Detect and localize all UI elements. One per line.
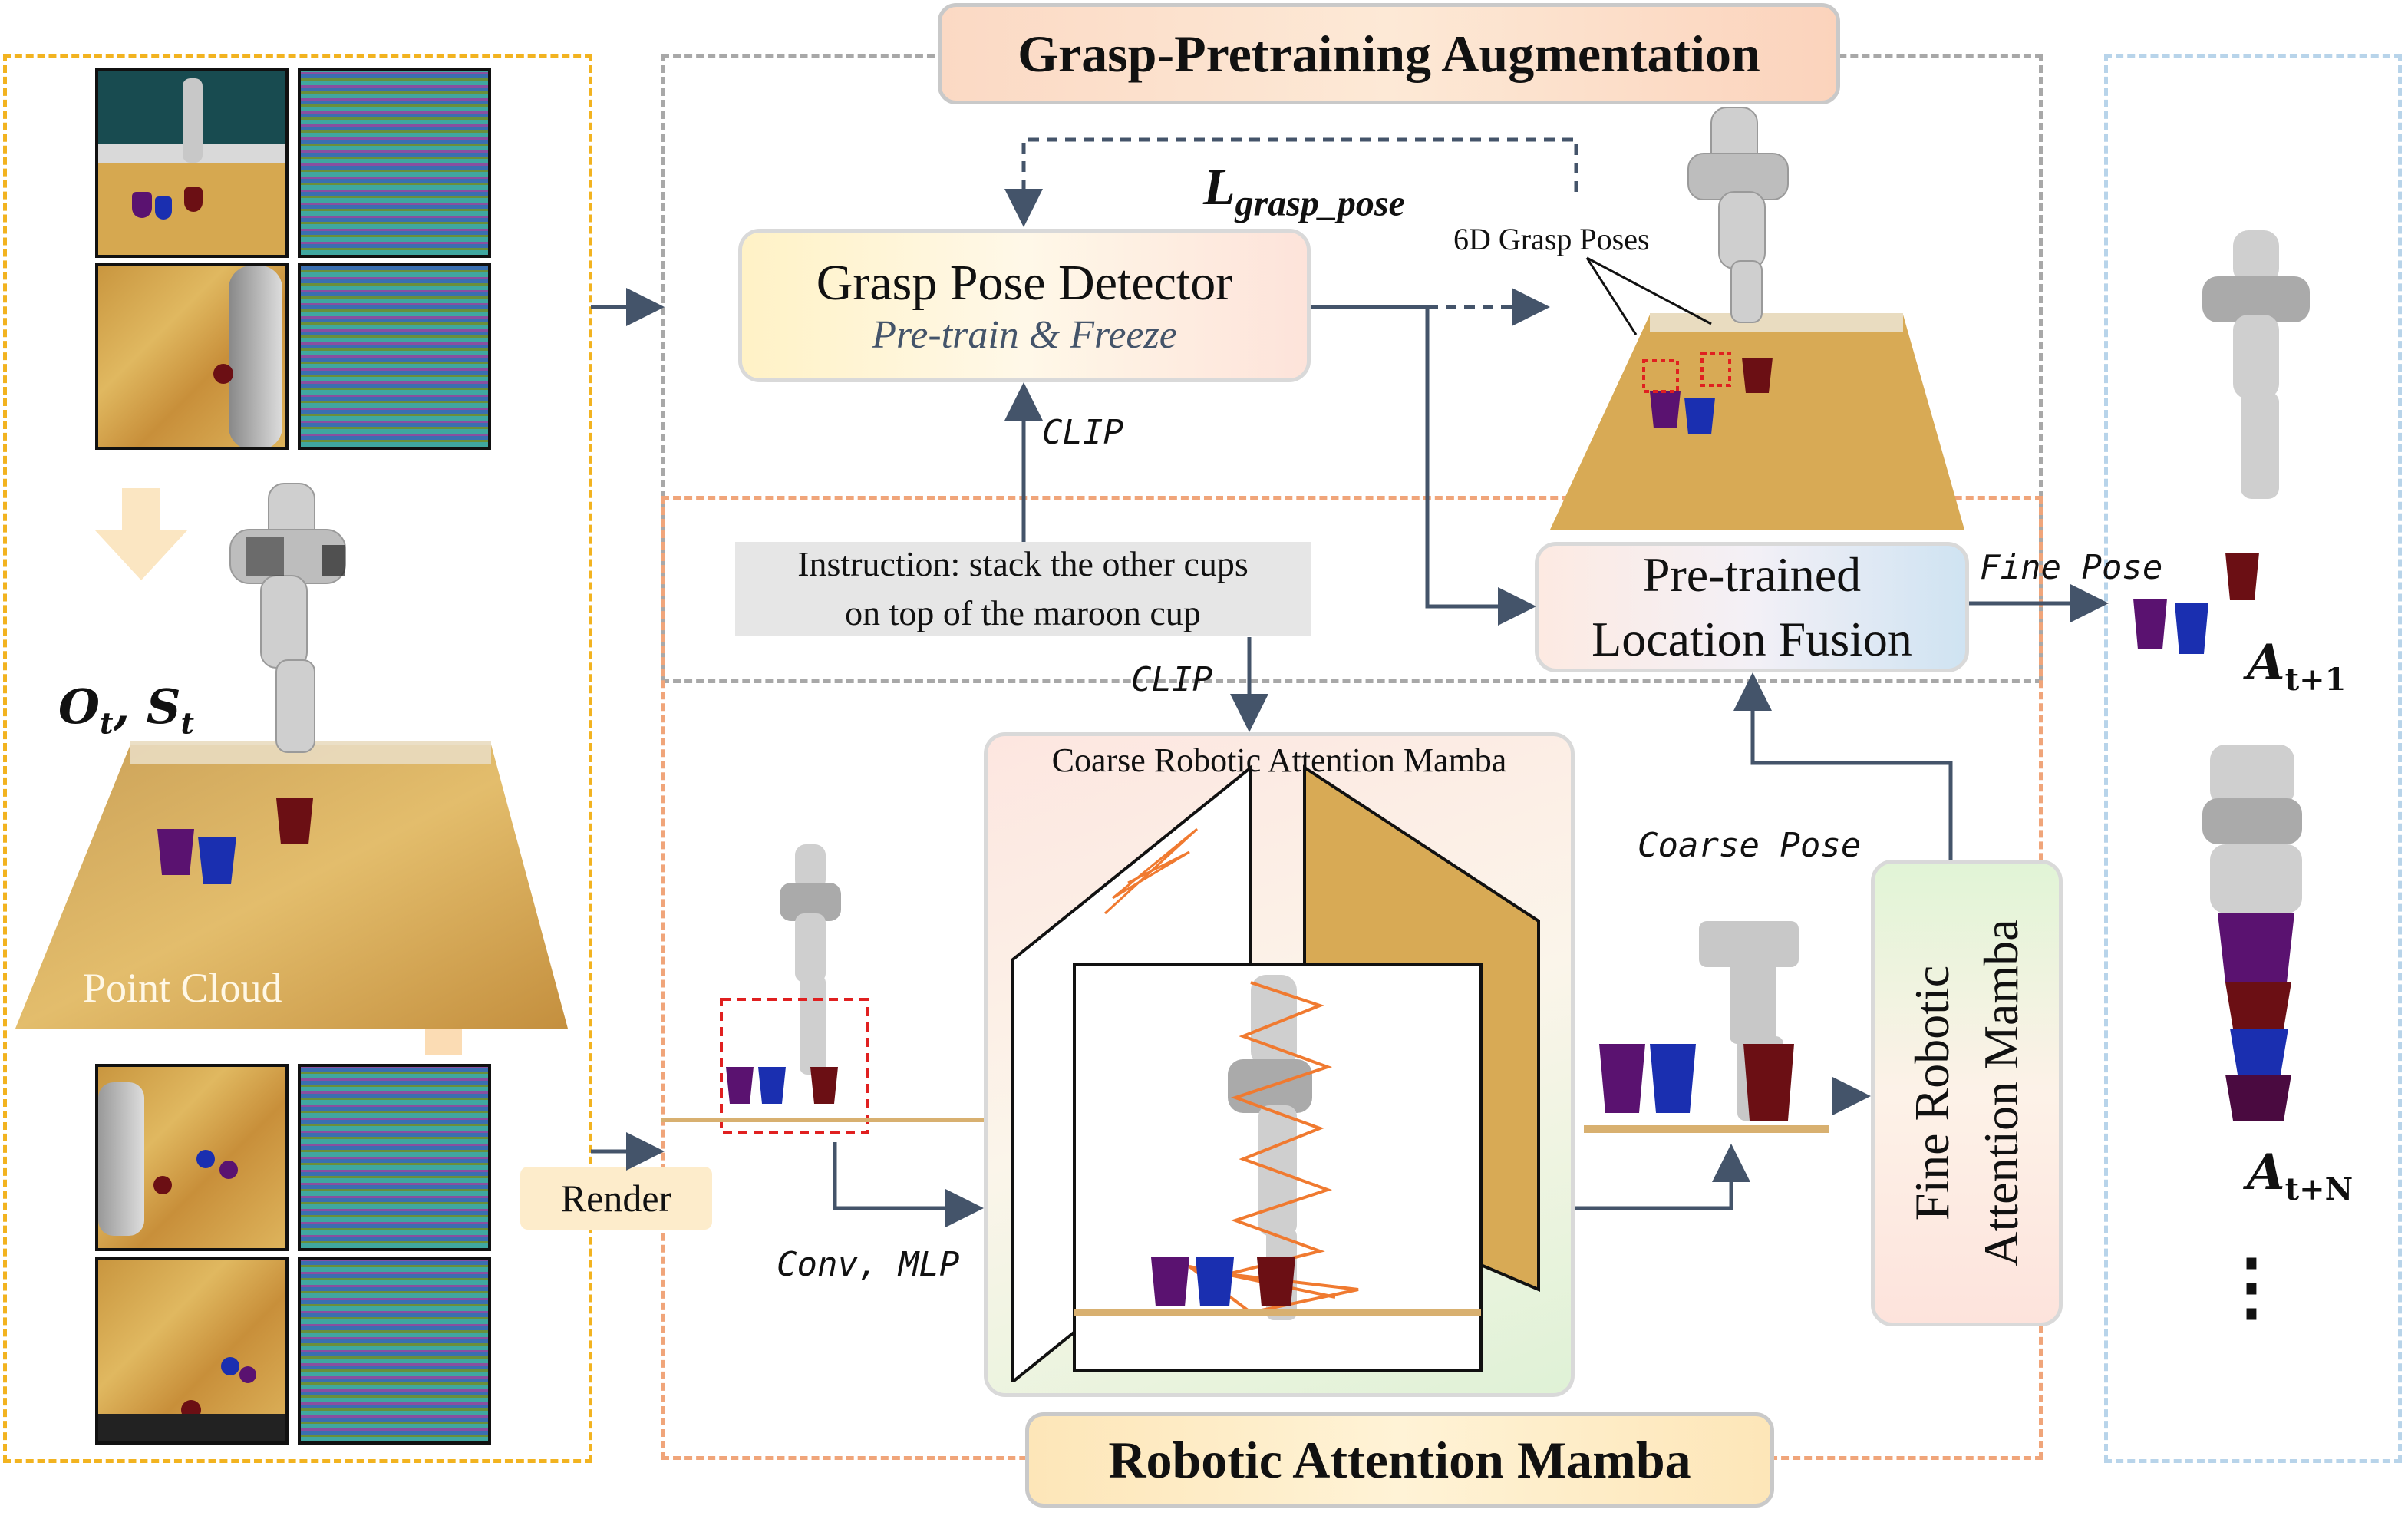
- coarse-attention-mamba-title: Coarse Robotic Attention Mamba: [1051, 741, 1507, 779]
- gripper-graphic: [98, 1082, 144, 1236]
- instruction-line-2: on top of the maroon cup: [845, 593, 1201, 632]
- coarse-pose-label: Coarse Pose: [1638, 826, 1862, 865]
- output-robot-top: [2202, 230, 2310, 499]
- ground-line: [661, 1118, 984, 1122]
- input-region: [3, 54, 592, 1463]
- cup-blue: [196, 1150, 215, 1168]
- robot-base-graphic: [98, 1414, 285, 1441]
- grasp-pose-detector-subtitle: Pre-train & Freeze: [872, 312, 1177, 357]
- location-fusion-line-1: Pre-trained: [1642, 547, 1862, 602]
- fine-pose-label: Fine Pose: [1980, 548, 2163, 587]
- cup-blue: [221, 1357, 239, 1375]
- point-cloud-label: Point Cloud: [83, 965, 282, 1011]
- grasp-poses-label: 6D Grasp Poses: [1453, 222, 1650, 256]
- cup-purple: [239, 1366, 256, 1383]
- output-cups: [2133, 553, 2259, 654]
- output-robot-stack: [2202, 745, 2302, 1121]
- gripper-graphic: [229, 266, 282, 447]
- conv-mlp-label: Conv, MLP: [777, 1245, 960, 1284]
- robotic-attention-mamba-title-text: Robotic Attention Mamba: [1108, 1430, 1691, 1489]
- robot-arm-graphic: [183, 78, 203, 163]
- rgb-view-top-2: [95, 1257, 289, 1445]
- render-label: Render: [560, 1177, 672, 1220]
- robotic-attention-mamba-title: Robotic Attention Mamba: [1025, 1412, 1774, 1508]
- clip-label-lower: CLIP: [1131, 660, 1212, 699]
- down-arrow-icon: [95, 488, 187, 580]
- depth-view-top-1: [298, 1064, 491, 1251]
- grasp-loss-label: Lgrasp_pose: [1203, 157, 1405, 224]
- coarse-pose-scene: [1584, 921, 1829, 1133]
- location-fusion-line-2: Location Fusion: [1592, 612, 1912, 666]
- grasp-pose-detector-title: Grasp Pose Detector: [816, 254, 1233, 311]
- rgb-view-top-1: [95, 1064, 289, 1251]
- depth-view-front: [298, 68, 491, 258]
- fine-attention-mamba: Fine Robotic Attention Mamba: [1871, 860, 2063, 1326]
- cup-purple: [219, 1161, 238, 1179]
- ellipsis-icon: ⋮: [2215, 1246, 2288, 1328]
- location-fusion: Pre-trained Location Fusion: [1535, 542, 1969, 672]
- multi-view-projection: [1011, 764, 1540, 1382]
- output-region: [2104, 54, 2402, 1463]
- grasp-pose-detector: Grasp Pose Detector Pre-train & Freeze: [738, 229, 1311, 382]
- action-horizon-label: At+N: [2247, 1144, 2354, 1207]
- cup-maroon: [153, 1176, 172, 1194]
- action-next-label: At+1: [2247, 634, 2347, 698]
- cup-maroon: [184, 187, 203, 212]
- instruction-box: Instruction: stack the other cups on top…: [735, 542, 1311, 636]
- render-box: Render: [520, 1167, 712, 1230]
- cup-maroon: [213, 364, 233, 384]
- cropped-scene: [720, 844, 869, 1134]
- cup-blue: [155, 196, 172, 220]
- rgb-view-wrist: [95, 263, 289, 450]
- rgb-view-front: [95, 68, 289, 258]
- grasp-augmentation-title-text: Grasp-Pretraining Augmentation: [1018, 24, 1760, 83]
- cup-purple: [132, 192, 152, 218]
- grasp-scene: [1550, 107, 1964, 530]
- point-cloud-scene: [15, 483, 568, 1029]
- grasp-augmentation-title: Grasp-Pretraining Augmentation: [938, 3, 1840, 104]
- clip-label-upper: CLIP: [1042, 413, 1123, 452]
- instruction-line-1: Instruction: stack the other cups: [797, 544, 1249, 583]
- observation-state-label: Ot, St: [58, 679, 195, 741]
- depth-view-wrist: [298, 263, 491, 450]
- depth-view-top-2: [298, 1257, 491, 1445]
